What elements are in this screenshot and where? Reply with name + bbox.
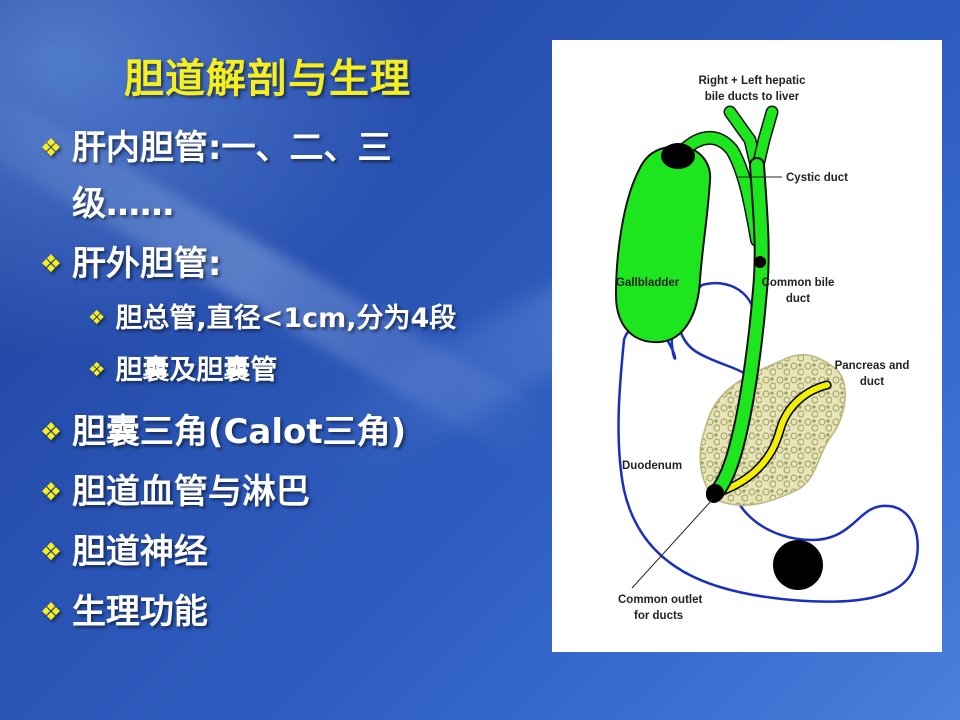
label-common-outlet: Common outlet [618,594,702,606]
pancreatic-duct-fill [717,382,830,495]
diamond-bullet-icon: ❖ [40,249,62,278]
outlet-leader-line [631,499,713,589]
diamond-bullet-icon: ❖ [88,306,106,329]
bullet-item-continuation: 级…… [72,176,174,225]
label-common-bile-duct: duct [786,293,810,305]
diamond-bullet-icon: ❖ [40,417,62,446]
bullet-item: ❖ 胆道神经 [40,524,208,573]
diamond-bullet-icon: ❖ [88,358,106,381]
biliary-anatomy-figure: Right + Left hepatic bile ducts to liver… [552,40,942,652]
label-common-bile-duct: Common bile [762,277,835,289]
slide-title: 胆道解剖与生理 [124,56,411,102]
gallbladder-neck-dot [661,143,695,169]
bullet-item: ❖ 肝外胆管: [40,236,222,285]
bullet-text: 胆道血管与淋巴 [71,472,310,512]
bullet-text: 生理功能 [71,592,208,632]
diamond-bullet-icon: ❖ [40,537,62,566]
duodenal-lumen-dot [773,540,823,590]
label-gallbladder: Gallbladder [616,277,680,289]
bullet-text: 肝内胆管:一、二、三 [71,128,392,168]
label-duodenum: Duodenum [622,460,682,472]
duct-junction-dot [754,256,766,268]
gallbladder-shape [614,145,712,344]
bullet-text: 胆囊三角(Calot三角) [71,412,407,452]
bullet-item: ❖ 肝内胆管:一、二、三 [40,120,392,169]
label-cystic-duct: Cystic duct [786,172,848,184]
diamond-bullet-icon: ❖ [40,597,62,626]
cystic-duct-fill [676,132,763,246]
bullet-item: ❖ 胆道血管与淋巴 [40,464,310,513]
label-pancreas: duct [860,376,884,388]
bullet-item: ❖ 生理功能 [40,584,208,633]
label-pancreas: Pancreas and [835,360,910,372]
ampulla-dot [706,484,724,502]
bullet-text: 肝外胆管: [71,244,222,284]
bullet-text: 胆总管,直径<1cm,分为4段 [115,303,457,334]
bullet-text: 胆囊及胆囊管 [115,355,278,386]
label-hepatic-ducts: Right + Left hepatic [698,75,806,87]
bullet-text: 胆道神经 [71,532,208,572]
bullet-item: ❖ 胆囊三角(Calot三角) [40,404,406,453]
label-hepatic-ducts: bile ducts to liver [705,91,800,103]
common-bile-duct-fill [708,159,768,501]
diamond-bullet-icon: ❖ [40,477,62,506]
sub-bullet-item: ❖ 胆囊及胆囊管 [88,348,277,387]
biliary-diagram: Right + Left hepatic bile ducts to liver… [614,75,919,622]
sub-bullet-item: ❖ 胆总管,直径<1cm,分为4段 [88,296,456,335]
diamond-bullet-icon: ❖ [40,133,62,162]
label-common-outlet: for ducts [634,610,683,622]
bullet-text: 级…… [72,184,174,224]
